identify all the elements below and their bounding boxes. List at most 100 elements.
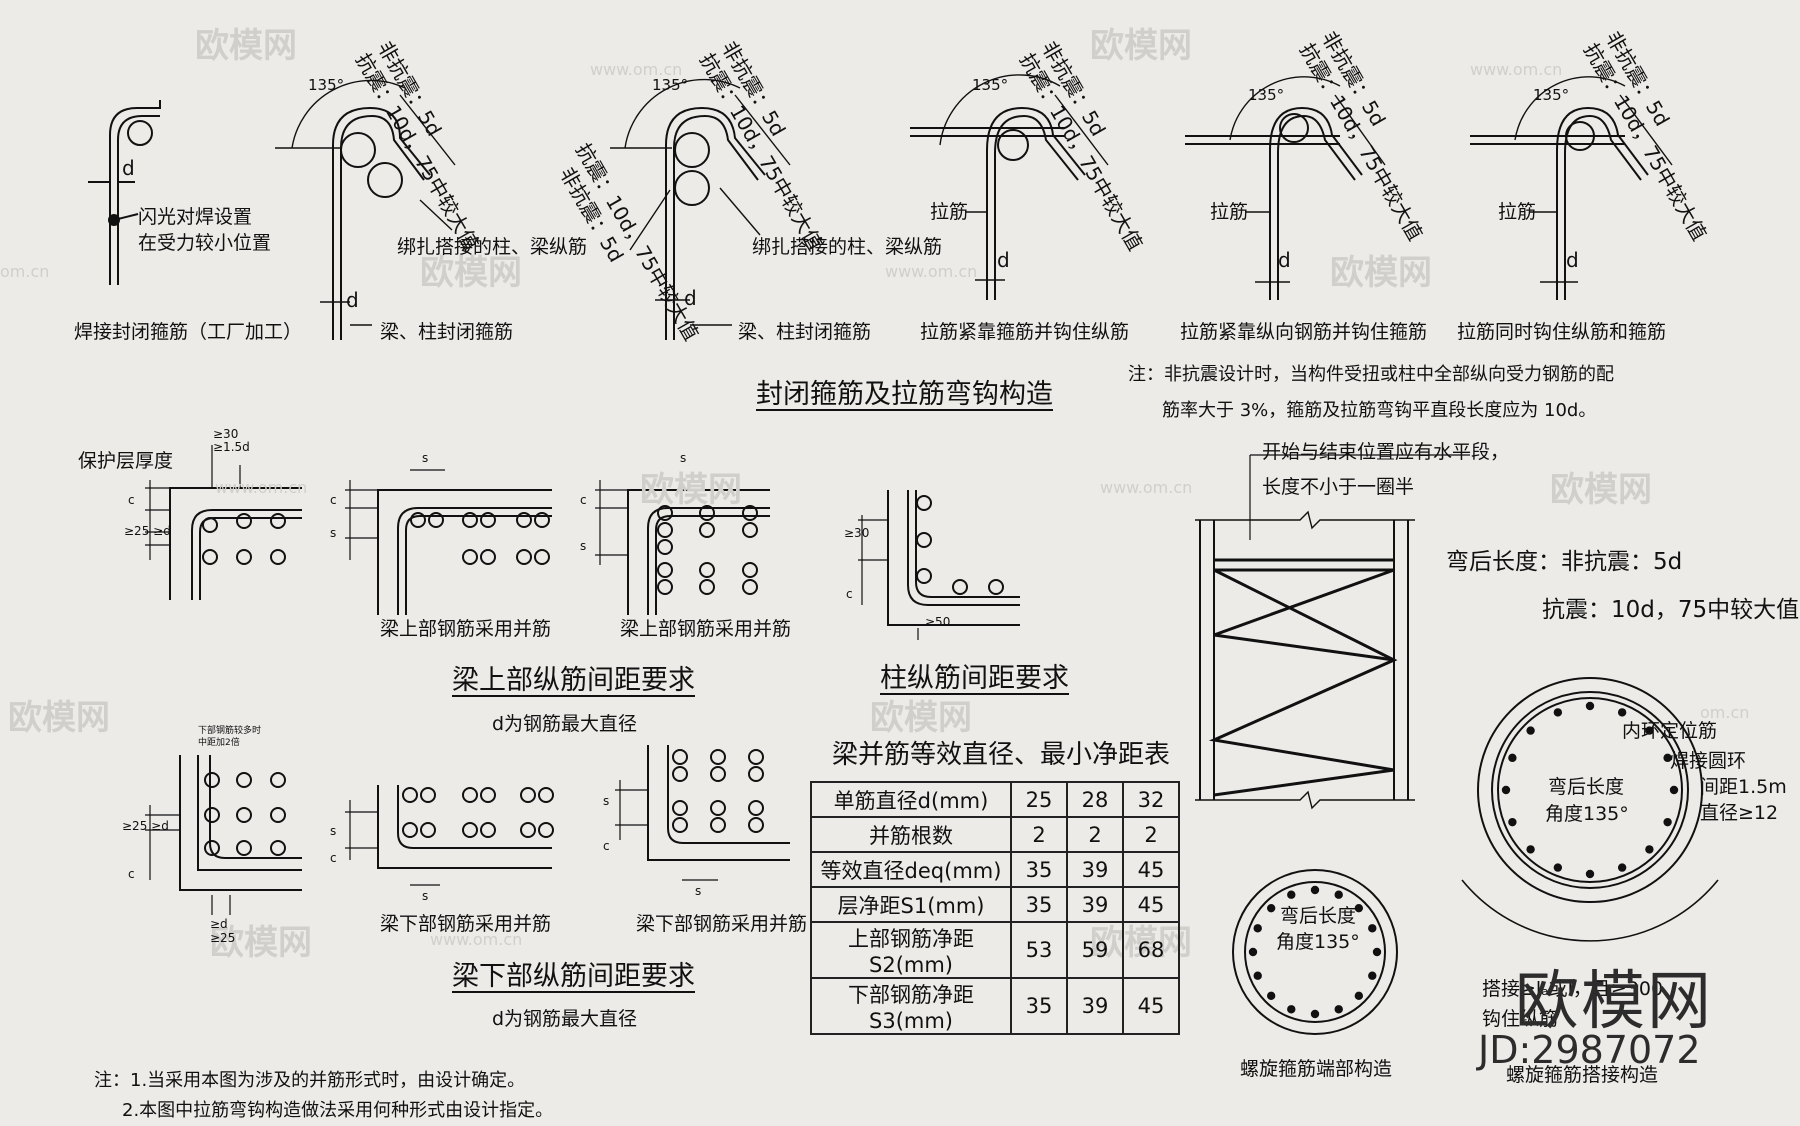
- table-cell: 25: [1010, 781, 1068, 818]
- table-row-label: 上部钢筋净距S2(mm): [810, 921, 1012, 979]
- gap-label-2: ≥1.5d: [213, 440, 250, 454]
- c-label: c: [128, 867, 135, 881]
- table-cell: 59: [1066, 921, 1124, 979]
- spiral-bend-2: 抗震：10d，75中较大值: [1542, 597, 1800, 623]
- rebar-dot: [1369, 973, 1375, 979]
- hook5-tie-label: 拉筋: [1210, 201, 1249, 223]
- cover-label: 保护层厚度: [78, 450, 174, 472]
- hook-3-drawing: [610, 80, 790, 340]
- table-row-label: 单筋直径d(mm): [810, 781, 1012, 818]
- bottom-side-dim: ≥25 ≥d: [122, 819, 169, 833]
- c-label: c: [330, 493, 337, 507]
- spiral-lap-circle: [1462, 678, 1718, 941]
- table-cell: 39: [1066, 851, 1124, 888]
- hook-6-drawing: [1470, 77, 1672, 300]
- lap-2: 钩住纵筋: [1482, 1008, 1559, 1030]
- table-cell: 45: [1122, 886, 1180, 923]
- watermark: 欧模网: [8, 698, 110, 738]
- table-row-label: 层净距S1(mm): [810, 886, 1012, 923]
- column-c: c: [846, 587, 853, 601]
- watermark-site: www.om.cn: [1100, 478, 1193, 497]
- ring-2: 间距1.5m: [1700, 776, 1787, 798]
- hook5-caption: 拉筋紧靠纵向钢筋并钩住箍筋: [1180, 321, 1428, 343]
- hook3-dim: d: [684, 286, 697, 310]
- hook1-weld-note-2: 在受力较小位置: [138, 232, 272, 254]
- rebar-dot: [1555, 864, 1561, 870]
- column-title: 柱纵筋间距要求: [880, 663, 1069, 694]
- hook-4-drawing: [910, 75, 1108, 300]
- rebar-dot: [1527, 727, 1533, 733]
- hook3-bundle: 绑扎搭接的柱、梁纵筋: [752, 236, 943, 258]
- ring-3: 直径≥12: [1700, 802, 1779, 824]
- rebar-dot: [1255, 973, 1261, 979]
- rebar-dot: [1664, 755, 1670, 761]
- s-label: s: [603, 794, 610, 808]
- hook4-angle: 135°: [972, 76, 1009, 94]
- spiral-note-1: 开始与结束位置应有水平段，: [1262, 441, 1510, 463]
- hook-section-title: 封闭箍筋及拉筋弯钩构造: [756, 379, 1053, 410]
- spiral-note-2: 长度不小于一圈半: [1262, 476, 1415, 498]
- bottom-top-label-2: 中距加2倍: [198, 738, 240, 748]
- spiral-bend-1: 弯后长度：非抗震：5d: [1446, 549, 1683, 575]
- beam-top-title: 梁上部纵筋间距要求: [452, 665, 695, 696]
- watermark-site: www.om.cn: [885, 262, 978, 281]
- spiral-column-drawing: [1195, 455, 1470, 808]
- watermark: 欧模网: [1330, 253, 1432, 293]
- rebar-dot: [1336, 892, 1342, 898]
- brand-id: JD:2987072: [1478, 1028, 1701, 1072]
- rebar-dot: [1527, 846, 1533, 852]
- column-s50: ≥50: [925, 615, 951, 629]
- bottom-d2: ≥25: [210, 931, 236, 945]
- c-label: c: [580, 493, 587, 507]
- s-label: s: [422, 451, 429, 465]
- table-cell: 28: [1066, 781, 1124, 818]
- hook2-angle: 135°: [308, 76, 345, 94]
- watermark-site: www.om.cn: [430, 930, 523, 949]
- column-drawing: [858, 490, 1020, 640]
- rebar-dot: [1288, 892, 1294, 898]
- watermark-site: www.om.cn: [590, 60, 683, 79]
- s-label: s: [422, 889, 429, 903]
- lap-caption: 螺旋箍筋搭接构造: [1506, 1064, 1659, 1086]
- rebar-dot: [1369, 925, 1375, 931]
- s-label: s: [695, 884, 702, 898]
- beam-bottom-drawing-2: [345, 785, 553, 885]
- beam-bottom-drawing-3: [615, 745, 790, 880]
- lap-inner-1: 弯后长度: [1548, 776, 1625, 798]
- table-cell: 32: [1122, 781, 1180, 818]
- beam-top-drawing-3: [595, 480, 770, 615]
- beam-top-sub: d为钢筋最大直径: [492, 713, 638, 735]
- hook2-bundle: 绑扎搭接的柱、梁纵筋: [397, 236, 588, 258]
- hook-note-2: 筋率大于 3%，箍筋及拉筋弯钩平直段长度应为 10d。: [1162, 400, 1597, 421]
- rebar-dot: [1555, 709, 1561, 715]
- table-cell: 45: [1122, 851, 1180, 888]
- hook-2-drawing: [275, 80, 455, 340]
- rebar-dot: [1356, 993, 1362, 999]
- hook1-caption: 焊接封闭箍筋（工厂加工）: [74, 321, 303, 343]
- bottom-note-2: 2.本图中拉筋弯钩构造做法采用何种形式由设计指定。: [122, 1100, 554, 1121]
- column-dim: ≥30: [844, 526, 870, 540]
- rebar-dot: [1619, 709, 1625, 715]
- c-label: c: [330, 851, 337, 865]
- beam-bottom-drawing-1: [145, 755, 302, 915]
- rebar-dot: [1255, 925, 1261, 931]
- table-cell: 53: [1010, 921, 1068, 979]
- hook2-caption: 梁、柱封闭箍筋: [380, 321, 514, 343]
- rebar-dot: [1336, 1006, 1342, 1012]
- watermark: 欧模网: [195, 26, 297, 66]
- table-title: 梁并筋等效直径、最小净距表: [832, 740, 1171, 770]
- side-dim: ≥25 ≥d: [124, 524, 171, 538]
- hook4-dim: d: [997, 248, 1010, 272]
- hook1-dim: d: [122, 156, 135, 180]
- s-label: s: [680, 451, 687, 465]
- rebar-dot: [1671, 787, 1677, 793]
- s-label: s: [580, 539, 587, 553]
- rebar-dot: [1619, 864, 1625, 870]
